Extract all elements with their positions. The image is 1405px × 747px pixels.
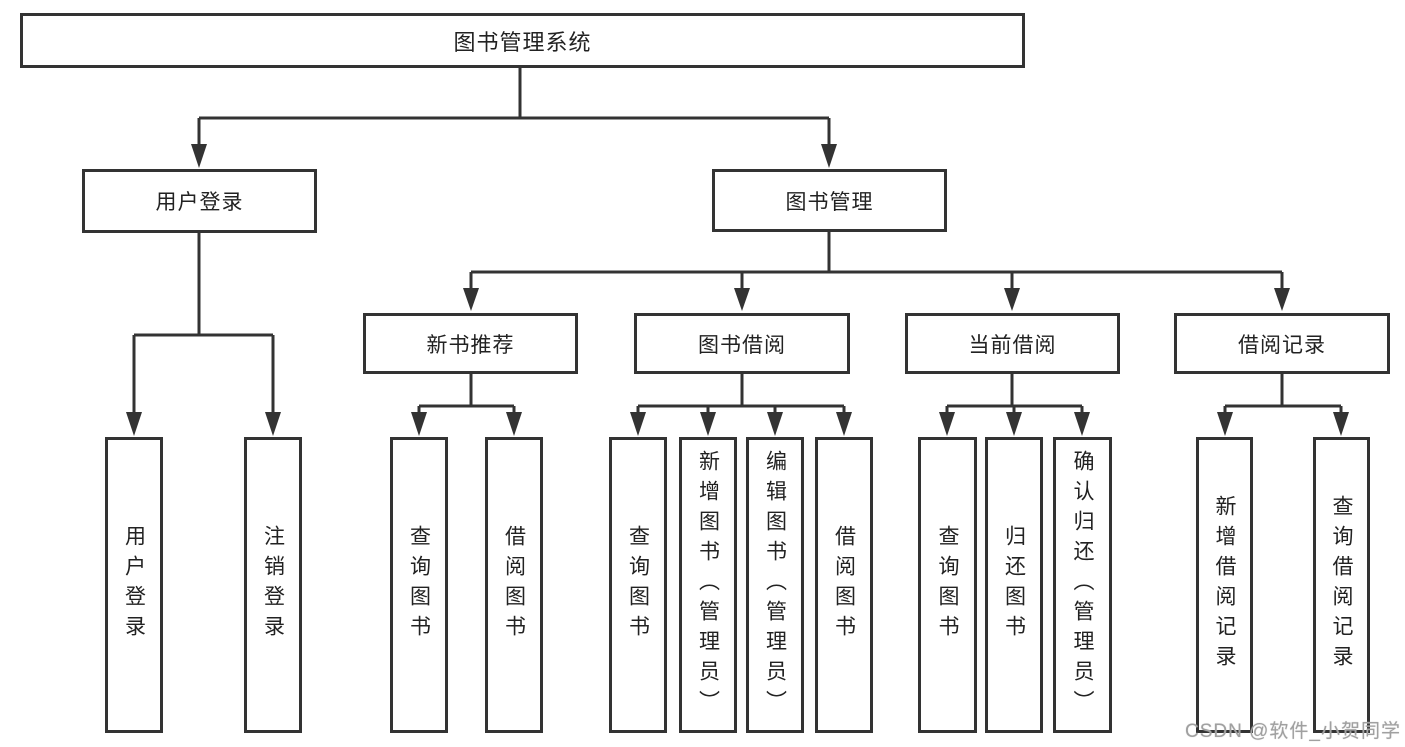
arrowhead bbox=[1074, 412, 1090, 436]
node-borrow-record: 借阅记录 bbox=[1174, 313, 1390, 374]
leaf-borrow-books: 借阅图书 bbox=[815, 437, 873, 733]
leaf-current-query-books: 查询图书 bbox=[918, 437, 977, 733]
leaf-borrow-books-label: 借阅图书 bbox=[832, 525, 856, 645]
leaf-add-borrow-record: 新增借阅记录 bbox=[1196, 437, 1253, 733]
leaf-recommend-query-books-label: 查询图书 bbox=[407, 525, 431, 645]
leaf-borrow-query-books-label: 查询图书 bbox=[626, 525, 650, 645]
leaf-current-query-books-label: 查询图书 bbox=[936, 525, 959, 645]
arrowhead bbox=[1217, 412, 1233, 436]
leaf-edit-books-admin: 编辑图书（管理员） bbox=[746, 437, 804, 733]
arrowhead bbox=[836, 412, 852, 436]
arrowhead bbox=[1006, 412, 1022, 436]
node-book-management: 图书管理 bbox=[712, 169, 947, 232]
arrowhead bbox=[411, 412, 427, 436]
arrowhead bbox=[767, 412, 783, 436]
leaf-user-login-label: 用户登录 bbox=[122, 525, 146, 645]
leaf-confirm-return-admin-label: 确认归还（管理员） bbox=[1071, 450, 1094, 720]
arrowhead bbox=[463, 288, 479, 311]
node-user-login: 用户登录 bbox=[82, 169, 317, 233]
csdn-watermark: CSDN @软件_小贺同学 bbox=[1185, 721, 1401, 742]
arrowhead bbox=[126, 412, 142, 436]
node-library-management-system: 图书管理系统 bbox=[20, 13, 1025, 68]
leaf-query-borrow-record: 查询借阅记录 bbox=[1313, 437, 1370, 733]
arrowhead bbox=[1274, 288, 1290, 311]
arrowhead bbox=[939, 412, 955, 436]
arrowhead bbox=[700, 412, 716, 436]
leaf-edit-books-admin-label: 编辑图书（管理员） bbox=[763, 450, 787, 720]
leaf-borrow-query-books: 查询图书 bbox=[609, 437, 667, 733]
arrowhead bbox=[191, 144, 207, 168]
arrowhead bbox=[630, 412, 646, 436]
leaf-confirm-return-admin: 确认归还（管理员） bbox=[1053, 437, 1112, 733]
leaf-query-borrow-record-label: 查询借阅记录 bbox=[1330, 495, 1353, 675]
leaf-user-login: 用户登录 bbox=[105, 437, 163, 733]
arrowhead bbox=[506, 412, 522, 436]
arrowhead bbox=[734, 288, 750, 311]
node-new-book-recommend: 新书推荐 bbox=[363, 313, 578, 374]
leaf-return-books-label: 归还图书 bbox=[1002, 525, 1026, 645]
leaf-logout: 注销登录 bbox=[244, 437, 302, 733]
leaf-return-books: 归还图书 bbox=[985, 437, 1043, 733]
leaf-recommend-borrow-books-label: 借阅图书 bbox=[502, 525, 526, 645]
arrowhead bbox=[1004, 288, 1020, 311]
arrowhead bbox=[821, 144, 837, 168]
leaf-add-borrow-record-label: 新增借阅记录 bbox=[1213, 495, 1236, 675]
leaf-add-books-admin: 新增图书（管理员） bbox=[679, 437, 737, 733]
node-current-borrow: 当前借阅 bbox=[905, 313, 1120, 374]
leaf-add-books-admin-label: 新增图书（管理员） bbox=[696, 450, 720, 720]
node-book-borrow: 图书借阅 bbox=[634, 313, 850, 374]
arrowhead bbox=[1333, 412, 1349, 436]
leaf-recommend-borrow-books: 借阅图书 bbox=[485, 437, 543, 733]
leaf-logout-label: 注销登录 bbox=[261, 525, 285, 645]
leaf-recommend-query-books: 查询图书 bbox=[390, 437, 448, 733]
arrowhead bbox=[265, 412, 281, 436]
